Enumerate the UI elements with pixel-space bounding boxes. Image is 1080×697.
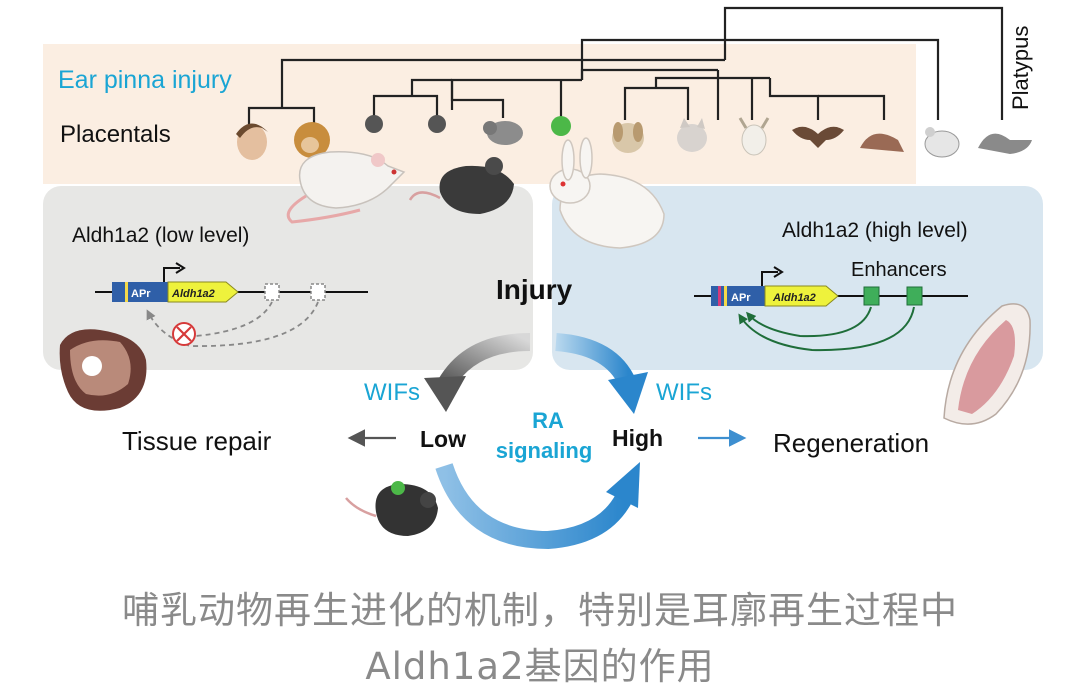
left-panel-title: Aldh1a2 (low level) <box>72 224 249 247</box>
right-enhancer-2 <box>906 286 923 306</box>
regeneration-label: Regeneration <box>773 428 929 458</box>
tip-rodent-icon <box>483 121 523 145</box>
tip-node-2 <box>428 115 446 133</box>
tip-goat-icon <box>738 117 770 156</box>
regenerated-ear-icon <box>943 303 1031 425</box>
phylogeny-tree <box>247 6 1004 125</box>
wifs-low-arrow <box>438 333 531 389</box>
right-gene-arrow <box>764 285 839 307</box>
placentals-label: Placentals <box>60 121 171 148</box>
right-panel <box>552 186 1043 370</box>
right-promoter-label: APr <box>731 292 751 304</box>
caption-line-1: 哺乳动物再生进化的机制，特别是耳廓再生过程中 <box>122 589 958 632</box>
platypus-label: Platypus <box>1008 26 1033 110</box>
right-gene-construct: APr Aldh1a2 <box>694 266 968 352</box>
blocked-icon <box>172 322 196 346</box>
mouse-icon <box>408 157 514 214</box>
rat-icon <box>286 151 406 224</box>
ra-signaling-arrow <box>435 463 632 550</box>
tree-title: Ear pinna injury <box>58 66 232 94</box>
high-label: High <box>612 425 663 451</box>
tip-platypus-icon <box>978 133 1032 154</box>
left-promoter-label: APr <box>131 288 151 300</box>
injured-ear-icon <box>59 329 147 411</box>
wifs-right-label: WIFs <box>656 379 712 406</box>
left-gene-arrow <box>167 281 239 303</box>
tree-band <box>43 44 916 184</box>
left-enhancer-1 <box>264 283 280 301</box>
caption-line-2: Aldh1a2基因的作用 <box>365 645 715 688</box>
left-panel <box>43 186 533 370</box>
tip-monkey-icon <box>294 122 330 158</box>
wifs-left-label: WIFs <box>364 379 420 406</box>
left-gene-construct: APr Aldh1a2 <box>95 262 368 347</box>
tip-dog-icon <box>612 122 644 153</box>
tip-cat-icon <box>677 118 707 152</box>
right-enhancer-1 <box>863 286 880 306</box>
tissue-repair-label: Tissue repair <box>122 426 272 456</box>
tip-node-1 <box>365 115 383 133</box>
tip-human-icon <box>236 123 268 160</box>
right-panel-title: Aldh1a2 (high level) <box>782 219 968 242</box>
right-gene-label: Aldh1a2 <box>772 292 816 304</box>
tip-opossum-icon <box>924 127 960 158</box>
rabbit-icon <box>549 137 665 249</box>
signaling-label: signaling <box>496 438 593 463</box>
injury-label: Injury <box>496 274 573 305</box>
tip-bat-icon <box>792 126 844 148</box>
left-enhancer-2 <box>310 283 326 301</box>
left-gene-label: Aldh1a2 <box>171 288 215 300</box>
low-label: Low <box>420 426 466 452</box>
treated-mouse-icon <box>345 481 438 536</box>
tip-node-regenerating <box>551 116 571 136</box>
enhancers-label: Enhancers <box>851 259 947 281</box>
ra-label: RA <box>532 408 564 433</box>
tip-shrew-icon <box>860 133 904 152</box>
